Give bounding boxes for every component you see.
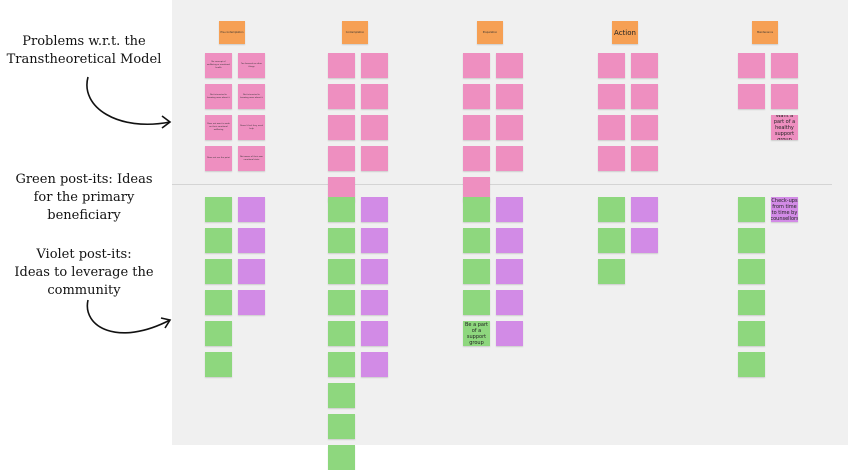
problem-postit[interactable]	[361, 84, 388, 109]
problem-postit[interactable]	[598, 84, 625, 109]
idea-postit-community[interactable]	[496, 290, 523, 315]
idea-postit-primary[interactable]	[463, 259, 490, 284]
idea-postit-primary[interactable]: Be a part of a support group	[463, 321, 490, 346]
idea-postit-primary[interactable]	[328, 197, 355, 222]
problem-postit[interactable]: Not interested in knowing more about it	[238, 84, 265, 109]
idea-postit-primary[interactable]	[328, 290, 355, 315]
idea-postit-primary[interactable]	[738, 197, 765, 222]
problem-postit[interactable]	[631, 53, 658, 78]
board-divider	[172, 184, 832, 185]
stage-header-pre-contemplation[interactable]: Pre-contemplation	[219, 21, 245, 44]
idea-postit-primary[interactable]	[463, 197, 490, 222]
idea-postit-primary[interactable]	[463, 228, 490, 253]
idea-postit-community[interactable]	[238, 259, 265, 284]
idea-postit-primary[interactable]	[328, 228, 355, 253]
problem-postit[interactable]	[463, 84, 490, 109]
idea-postit-primary[interactable]	[205, 290, 232, 315]
problem-postit[interactable]: Not interested in knowing more about it	[205, 84, 232, 109]
idea-postit-primary[interactable]	[463, 290, 490, 315]
stage-header-maintenance[interactable]: Maintenance	[752, 21, 778, 44]
idea-postit-community[interactable]	[238, 290, 265, 315]
idea-postit-community[interactable]	[361, 352, 388, 377]
idea-postit-community[interactable]	[361, 290, 388, 315]
problem-postit[interactable]	[463, 115, 490, 140]
idea-postit-primary[interactable]	[205, 259, 232, 284]
problem-postit[interactable]	[463, 53, 490, 78]
idea-postit-primary[interactable]	[328, 352, 355, 377]
idea-postit-primary[interactable]	[738, 259, 765, 284]
problem-postit[interactable]	[328, 146, 355, 171]
idea-postit-community[interactable]	[361, 197, 388, 222]
idea-postit-primary[interactable]	[738, 228, 765, 253]
problem-postit[interactable]	[361, 115, 388, 140]
idea-postit-community[interactable]	[631, 228, 658, 253]
idea-postit-community[interactable]	[496, 321, 523, 346]
problem-postit[interactable]	[328, 84, 355, 109]
idea-postit-community[interactable]	[361, 228, 388, 253]
problem-postit[interactable]	[631, 115, 658, 140]
problem-postit[interactable]	[361, 53, 388, 78]
stage-header-contemplation[interactable]: Contemplation	[342, 21, 368, 44]
problem-postit[interactable]	[738, 53, 765, 78]
problem-postit[interactable]	[598, 115, 625, 140]
problems-arrow-icon	[86, 76, 172, 129]
idea-postit-primary[interactable]	[205, 352, 232, 377]
idea-postit-community[interactable]	[361, 321, 388, 346]
problem-postit[interactable]	[631, 84, 658, 109]
problem-postit[interactable]	[771, 84, 798, 109]
idea-postit-community[interactable]	[496, 197, 523, 222]
problem-postit[interactable]: No concept of wellbeing or emotional hea…	[205, 53, 232, 78]
problem-postit[interactable]	[738, 84, 765, 109]
idea-postit-community[interactable]	[238, 197, 265, 222]
idea-postit-primary[interactable]	[738, 290, 765, 315]
stage-header-preparation[interactable]: Preparation	[477, 21, 503, 44]
idea-postit-primary[interactable]	[328, 259, 355, 284]
problem-postit[interactable]	[598, 146, 625, 171]
problem-postit[interactable]	[771, 53, 798, 78]
problem-postit[interactable]	[631, 146, 658, 171]
problem-postit[interactable]	[496, 115, 523, 140]
idea-postit-community[interactable]	[496, 228, 523, 253]
idea-postit-primary[interactable]	[205, 197, 232, 222]
idea-postit-primary[interactable]	[328, 383, 355, 408]
problem-postit[interactable]: Not aware of their own emotional state	[238, 146, 265, 171]
problem-postit[interactable]: Want a part of a healthy support group	[771, 115, 798, 140]
problem-postit[interactable]: Too focused on other things	[238, 53, 265, 78]
ideas-arrow-icon	[86, 299, 172, 334]
idea-postit-primary[interactable]	[328, 445, 355, 470]
violet-postits-label: Violet post-its: Ideas to leverage the c…	[14, 247, 154, 298]
problem-postit[interactable]	[598, 53, 625, 78]
stage-header-action[interactable]: Action	[612, 21, 638, 44]
problem-postit[interactable]	[328, 115, 355, 140]
idea-postit-primary[interactable]	[598, 197, 625, 222]
idea-postit-community[interactable]	[238, 228, 265, 253]
green-postits-label: Green post-its: Ideas for the primary be…	[15, 172, 153, 223]
idea-postit-community[interactable]	[631, 197, 658, 222]
idea-postit-primary[interactable]	[328, 414, 355, 439]
idea-postit-community[interactable]	[361, 259, 388, 284]
idea-postit-primary[interactable]	[328, 321, 355, 346]
idea-postit-primary[interactable]	[205, 321, 232, 346]
idea-postit-community[interactable]: Check-ups from time to time by counsello…	[771, 197, 798, 222]
idea-postit-primary[interactable]	[598, 228, 625, 253]
problem-postit[interactable]: Does not want to work on their emotional…	[205, 115, 232, 140]
problem-postit[interactable]	[463, 146, 490, 171]
problem-postit[interactable]: Doesn't feel they need help	[238, 115, 265, 140]
idea-postit-primary[interactable]	[738, 321, 765, 346]
problem-postit[interactable]	[361, 146, 388, 171]
problem-postit[interactable]	[328, 53, 355, 78]
idea-postit-community[interactable]	[496, 259, 523, 284]
problem-postit[interactable]	[496, 53, 523, 78]
idea-postit-primary[interactable]	[598, 259, 625, 284]
problem-postit[interactable]: Does not see the point	[205, 146, 232, 171]
problem-postit[interactable]	[496, 84, 523, 109]
idea-postit-primary[interactable]	[738, 352, 765, 377]
problem-postit[interactable]	[496, 146, 523, 171]
idea-postit-primary[interactable]	[205, 228, 232, 253]
problems-label: Problems w.r.t. the Transtheoretical Mod…	[6, 34, 162, 67]
